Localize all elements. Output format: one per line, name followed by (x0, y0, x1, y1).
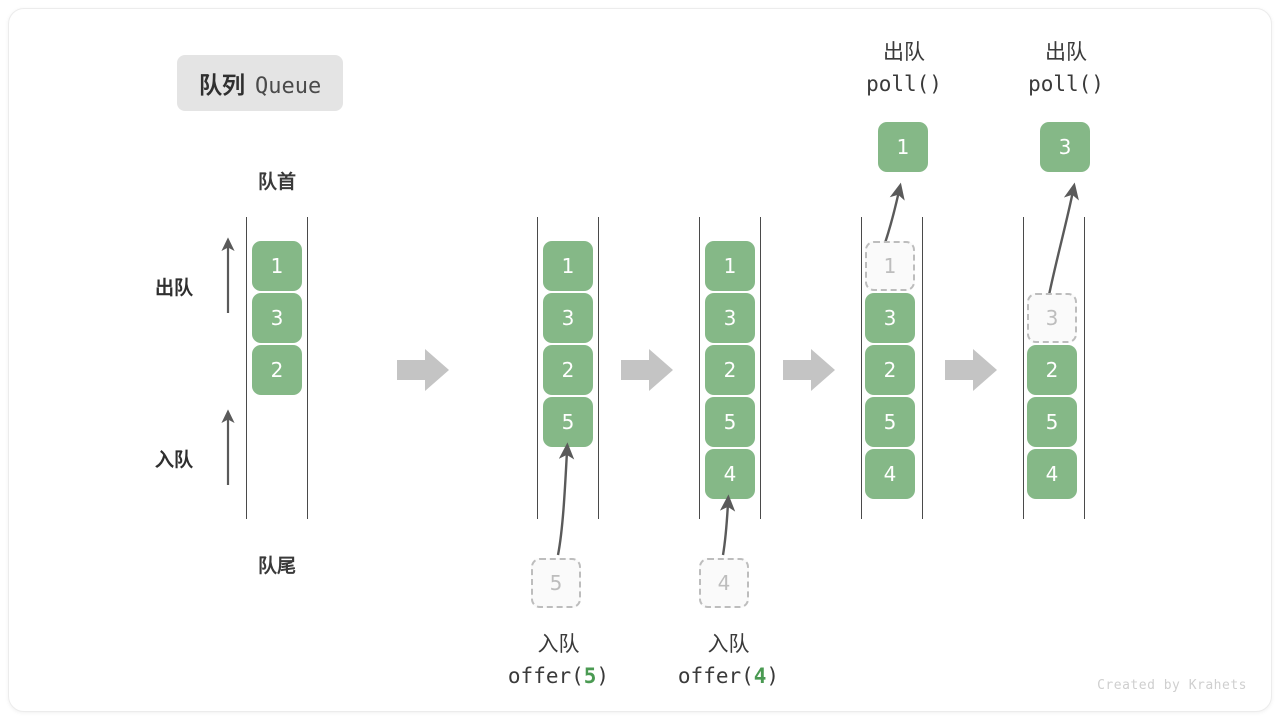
queue-item: 3 (252, 293, 302, 343)
dequeue-arrow-3-icon (1047, 182, 1079, 296)
dequeue-direction-label: 出队 (155, 277, 194, 299)
queue-item: 3 (865, 293, 915, 343)
queue-rail-left-5 (1023, 217, 1024, 519)
queue-rail-right-1 (307, 217, 308, 519)
queue-tail-label: 队尾 (257, 555, 296, 577)
queue-rail-right-3 (760, 217, 761, 519)
queue-rail-left-3 (699, 217, 700, 519)
step-arrow-1-icon (397, 349, 449, 391)
queue-item-new: 5 (543, 397, 593, 447)
step-arrow-2-icon (621, 349, 673, 391)
queue-rail-right-2 (598, 217, 599, 519)
queue-item: 3 (543, 293, 593, 343)
caption-offer-5-cn: 入队 (537, 632, 580, 656)
caption-offer-4-code: offer(4) (677, 663, 780, 688)
title-badge: 队列 Queue (177, 55, 344, 111)
caption-poll-1-cn: 出队 (883, 40, 925, 64)
queue-item: 4 (865, 449, 915, 499)
queue-rail-left-2 (537, 217, 538, 519)
ghost-item-incoming: 5 (531, 558, 581, 608)
queue-rail-left-1 (246, 217, 247, 519)
queue-rail-left-4 (861, 217, 862, 519)
queue-item: 2 (705, 345, 755, 395)
step-arrow-3-icon (783, 349, 835, 391)
queue-rail-right-5 (1084, 217, 1085, 519)
caption-offer-5: 入队 offer(5) (471, 629, 646, 692)
queue-item: 5 (705, 397, 755, 447)
enqueue-direction-arrow-icon (221, 409, 235, 485)
caption-offer-4: 入队 offer(4) (641, 629, 816, 692)
dequeue-direction-arrow-icon (221, 237, 235, 313)
queue-item: 2 (252, 345, 302, 395)
queue-item-new: 4 (705, 449, 755, 499)
caption-poll-1-code: poll() (866, 71, 942, 96)
queue-item: 1 (705, 241, 755, 291)
caption-offer-5-code: offer(5) (507, 663, 610, 688)
queue-item: 2 (543, 345, 593, 395)
queue-item: 2 (1027, 345, 1077, 395)
credit-text: Created by Krahets (1097, 678, 1247, 693)
enqueue-arrow-5-icon (556, 442, 575, 556)
queue-item: 3 (705, 293, 755, 343)
caption-poll-3-cn: 出队 (1045, 40, 1087, 64)
ghost-item-outgoing: 3 (1027, 293, 1077, 343)
enqueue-direction-label: 入队 (155, 449, 194, 471)
caption-offer-4-cn: 入队 (707, 632, 750, 656)
popped-item: 1 (878, 122, 928, 172)
queue-item: 2 (865, 345, 915, 395)
title-english: Queue (255, 74, 322, 99)
enqueue-arrow-4-icon (719, 494, 736, 556)
title-chinese: 队列 (199, 73, 245, 99)
queue-rail-right-4 (922, 217, 923, 519)
ghost-item-outgoing: 1 (865, 241, 915, 291)
queue-item: 5 (865, 397, 915, 447)
queue-item: 1 (543, 241, 593, 291)
caption-poll-1: 出队 poll() (819, 37, 989, 100)
caption-poll-3-code: poll() (1028, 71, 1104, 96)
popped-item: 3 (1040, 122, 1090, 172)
dequeue-arrow-1-icon (883, 182, 905, 244)
queue-item: 4 (1027, 449, 1077, 499)
queue-item: 5 (1027, 397, 1077, 447)
queue-item: 1 (252, 241, 302, 291)
step-arrow-4-icon (945, 349, 997, 391)
caption-poll-3: 出队 poll() (981, 37, 1151, 100)
ghost-item-incoming: 4 (699, 558, 749, 608)
diagram-card: 队列 Queue 队首 队尾 出队 入队 1 3 2 1 3 2 5 5 (8, 8, 1272, 712)
queue-head-label: 队首 (257, 171, 296, 193)
